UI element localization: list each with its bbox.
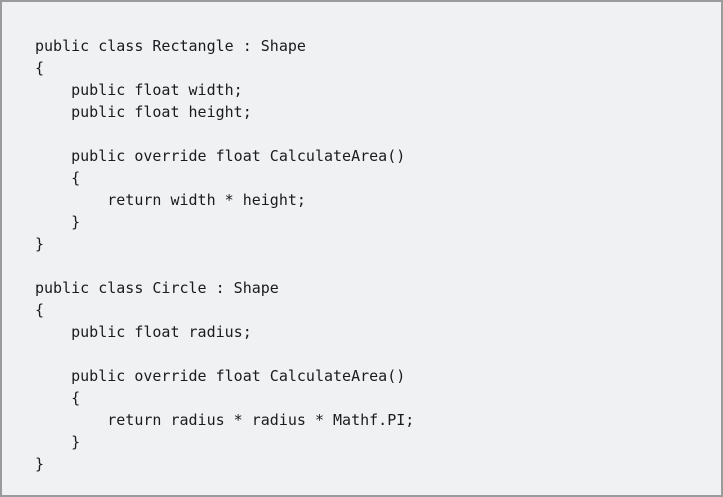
code-line: return width * height; — [35, 191, 306, 209]
code-line: { — [35, 301, 45, 319]
code-line: public override float CalculateArea() — [35, 367, 406, 385]
code-line: public class Rectangle : Shape — [35, 37, 306, 55]
code-line: return radius * radius * Mathf.PI; — [35, 411, 415, 429]
code-line: { — [35, 169, 81, 187]
code-line: } — [35, 235, 45, 253]
code-line: } — [35, 433, 81, 451]
code-line: public class Circle : Shape — [35, 279, 279, 297]
code-line — [35, 123, 721, 145]
code-line — [35, 255, 721, 277]
code-line: public override float CalculateArea() — [35, 147, 406, 165]
code-line: public float height; — [35, 103, 252, 121]
code-line: { — [35, 389, 81, 407]
code-line: } — [35, 213, 81, 231]
code-line: public float width; — [35, 81, 243, 99]
code-line: { — [35, 59, 45, 77]
code-line — [35, 343, 721, 365]
code-line: } — [35, 455, 45, 473]
code-line: public float radius; — [35, 323, 252, 341]
code-listing[interactable]: public class Rectangle : Shape { public f… — [35, 35, 721, 475]
